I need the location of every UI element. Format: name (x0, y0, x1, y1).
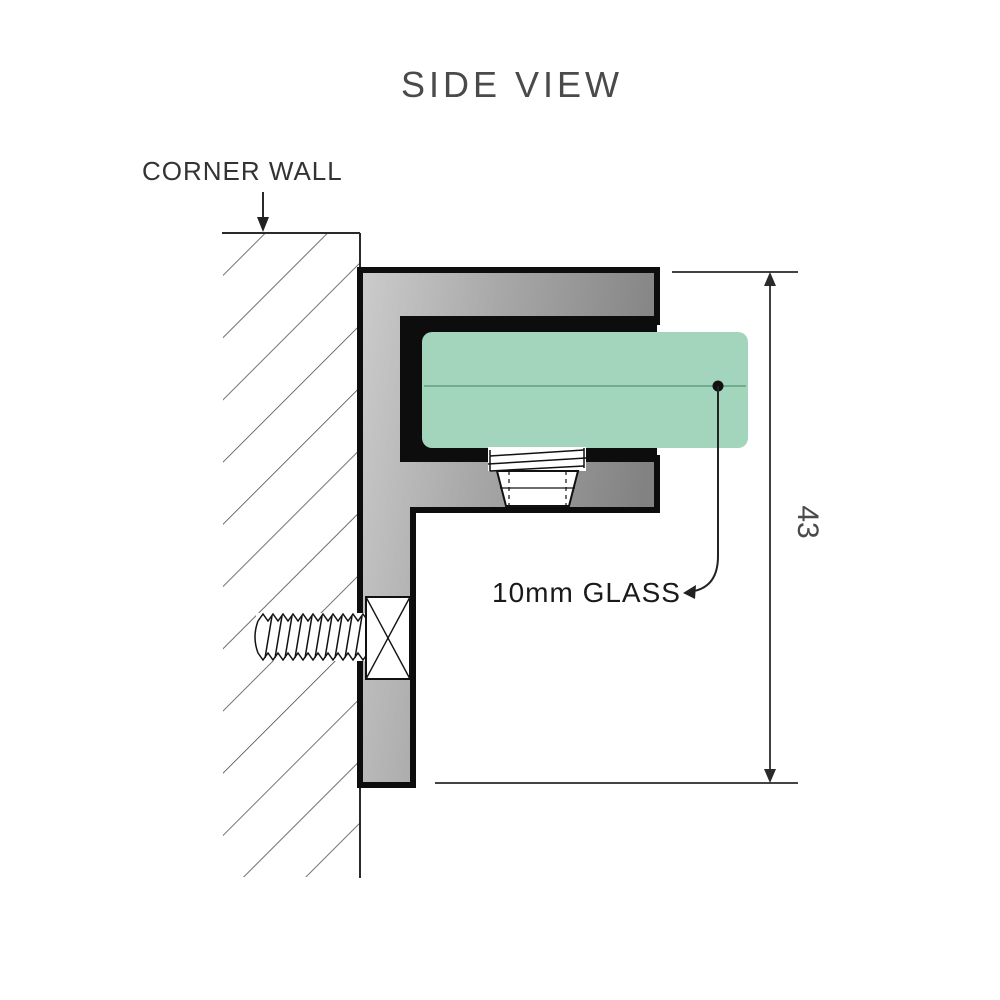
wall-hatching (223, 234, 359, 877)
glass-label: 10mm GLASS (492, 577, 681, 608)
glass-leader-arrowhead (683, 585, 696, 599)
dimension-43: 43 (435, 271, 824, 784)
corner-wall-arrow (257, 192, 269, 232)
mounting-screw (254, 596, 411, 680)
dimension-label: 43 (791, 505, 824, 538)
glass-leader-line (693, 386, 719, 592)
glass-panel (422, 332, 748, 448)
diagram-title: SIDE VIEW (401, 64, 623, 105)
screw-head (365, 596, 411, 680)
dimension-arrow-top (764, 272, 776, 286)
grub-screw (487, 447, 587, 507)
corner-wall-label: CORNER WALL (142, 156, 343, 186)
dimension-arrow-bottom (764, 769, 776, 783)
